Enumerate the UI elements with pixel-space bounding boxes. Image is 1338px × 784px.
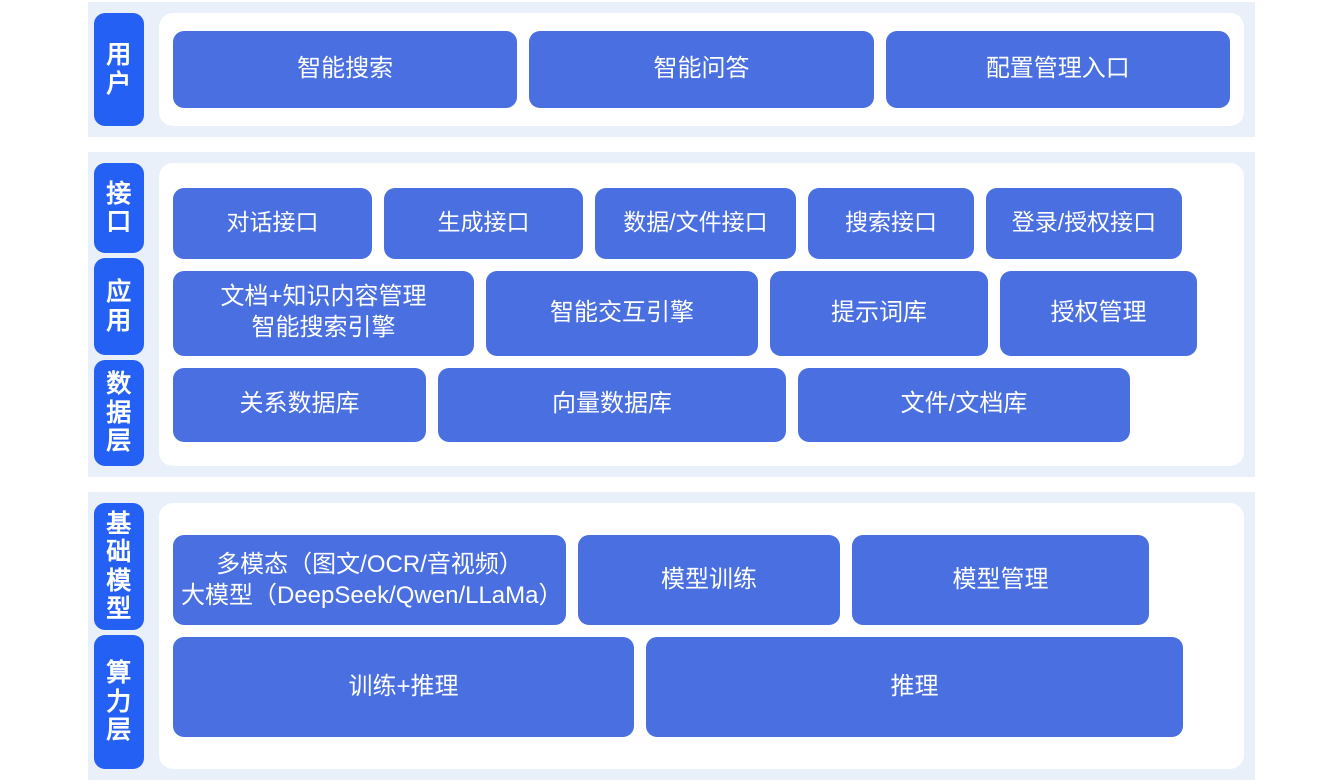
box-model-management[interactable]: 模型管理 bbox=[852, 535, 1149, 625]
rail-pill-interface[interactable]: 接 口 bbox=[94, 163, 144, 253]
rail-char: 用 bbox=[106, 41, 132, 69]
panel-users: 智能搜索 智能问答 配置管理入口 bbox=[159, 13, 1244, 126]
rail-middle: 接 口 应 用 数 据 层 bbox=[88, 152, 150, 477]
box-config-management-entry[interactable]: 配置管理入口 bbox=[885, 31, 1230, 108]
box-authorization-management[interactable]: 授权管理 bbox=[1000, 270, 1197, 356]
panel-middle: 对话接口 生成接口 数据/文件接口 搜索接口 登录/授权接口 文档+知识内容管理… bbox=[159, 163, 1244, 466]
rail-char: 接 bbox=[106, 179, 132, 208]
rail-users: 用 户 bbox=[88, 2, 150, 137]
row-data-stores: 关系数据库 向量数据库 文件/文档库 bbox=[173, 367, 1230, 442]
rail-pill-data-layer[interactable]: 数 据 层 bbox=[94, 360, 144, 466]
box-file-document-store[interactable]: 文件/文档库 bbox=[798, 367, 1130, 442]
rail-infrastructure: 基 础 模 型 算 力 层 bbox=[88, 492, 150, 780]
rail-char: 基 bbox=[106, 509, 132, 538]
box-doc-knowledge-mgmt[interactable]: 文档+知识内容管理 智能搜索引擎 bbox=[173, 270, 474, 356]
section-infrastructure: 基 础 模 型 算 力 层 多模态（图文/OCR/音视频） 大模型（DeepSe… bbox=[88, 492, 1255, 780]
rail-char: 算 bbox=[106, 659, 132, 688]
rail-pill-user[interactable]: 用 户 bbox=[94, 13, 144, 126]
box-training-inference[interactable]: 训练+推理 bbox=[173, 637, 634, 737]
rail-char: 层 bbox=[106, 716, 132, 745]
rail-char: 据 bbox=[106, 398, 132, 427]
panel-infrastructure: 多模态（图文/OCR/音视频） 大模型（DeepSeek/Qwen/LLaMa）… bbox=[159, 503, 1244, 769]
row-compute: 训练+推理 推理 bbox=[173, 637, 1230, 737]
box-multimodal-llm[interactable]: 多模态（图文/OCR/音视频） 大模型（DeepSeek/Qwen/LLaMa） bbox=[173, 535, 566, 625]
row-application-modules: 文档+知识内容管理 智能搜索引擎 智能交互引擎 提示词库 授权管理 bbox=[173, 270, 1230, 356]
rail-char: 应 bbox=[106, 278, 132, 306]
section-middle: 接 口 应 用 数 据 层 对话接口 生成接口 数据/文件接口 搜索接口 登录/… bbox=[88, 152, 1255, 477]
box-dialog-api[interactable]: 对话接口 bbox=[173, 187, 372, 259]
box-prompt-library[interactable]: 提示词库 bbox=[770, 270, 988, 356]
rail-char: 模 bbox=[106, 566, 132, 595]
box-smart-interaction-engine[interactable]: 智能交互引擎 bbox=[486, 270, 758, 356]
rail-char: 用 bbox=[106, 306, 132, 335]
box-relational-database[interactable]: 关系数据库 bbox=[173, 367, 426, 442]
box-data-file-api[interactable]: 数据/文件接口 bbox=[595, 187, 796, 259]
box-vector-database[interactable]: 向量数据库 bbox=[438, 367, 786, 442]
box-generation-api[interactable]: 生成接口 bbox=[384, 187, 583, 259]
rail-pill-compute-layer[interactable]: 算 力 层 bbox=[94, 635, 144, 769]
rail-char: 口 bbox=[106, 208, 132, 236]
rail-char: 数 bbox=[106, 370, 132, 399]
row-interface-apis: 对话接口 生成接口 数据/文件接口 搜索接口 登录/授权接口 bbox=[173, 187, 1230, 259]
box-search-api[interactable]: 搜索接口 bbox=[808, 187, 974, 259]
row-user-entries: 智能搜索 智能问答 配置管理入口 bbox=[173, 31, 1230, 108]
rail-char: 型 bbox=[106, 595, 132, 623]
rail-char: 力 bbox=[106, 687, 132, 716]
box-inference[interactable]: 推理 bbox=[646, 637, 1183, 737]
box-model-training[interactable]: 模型训练 bbox=[578, 535, 840, 625]
box-smart-search[interactable]: 智能搜索 bbox=[173, 31, 518, 108]
box-login-auth-api[interactable]: 登录/授权接口 bbox=[986, 187, 1182, 259]
rail-pill-application[interactable]: 应 用 bbox=[94, 258, 144, 355]
row-model: 多模态（图文/OCR/音视频） 大模型（DeepSeek/Qwen/LLaMa）… bbox=[173, 535, 1230, 625]
box-smart-qa[interactable]: 智能问答 bbox=[529, 31, 874, 108]
rail-char: 层 bbox=[106, 427, 132, 456]
rail-pill-foundation-model[interactable]: 基 础 模 型 bbox=[94, 503, 144, 630]
section-users: 用 户 智能搜索 智能问答 配置管理入口 bbox=[88, 2, 1255, 137]
rail-char: 户 bbox=[106, 69, 132, 98]
rail-char: 础 bbox=[106, 538, 132, 566]
